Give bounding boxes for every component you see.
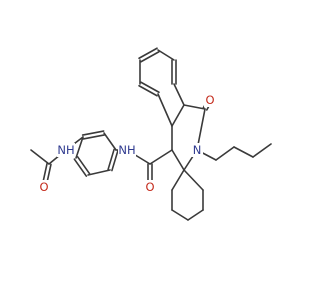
bond-line [171,169,185,191]
bond-line [103,132,117,151]
bond-line [233,146,254,158]
bond-line [140,50,160,63]
amide-nh-label: NH [118,143,135,157]
bond-line [30,149,50,165]
bond-line [171,149,185,171]
amide-o-group: O [144,180,156,194]
bond-line [111,149,119,172]
bond-line [173,83,185,106]
acetamide-nh-label: NH [57,143,74,157]
bond-line [252,143,272,158]
bond-line [183,169,204,191]
bond-line [157,49,175,61]
lactam-n-group: N [191,143,203,157]
molecule-structure: NH O NH O N O [30,47,272,221]
bond-line [187,209,204,221]
bond-line [171,104,185,127]
bond-line [183,104,206,110]
atom-label-layer: NH O NH O N O [38,93,216,194]
amide-nh-group: NH [118,143,136,157]
bond-line [138,84,158,97]
bond-line [73,158,88,177]
lactam-n-label: N [193,143,202,157]
bond-line [215,146,235,161]
amide-o-label: O [145,180,154,194]
bond-line [171,209,189,221]
bond-line [87,169,111,176]
bond-line [157,93,173,127]
acetamide-nh-group: NH [57,143,75,157]
bond-line [81,130,105,136]
bond-line [107,148,115,171]
bond-line [76,156,91,175]
bond-line [140,81,160,94]
lactam-o-label: O [205,93,214,107]
lactam-o-group: O [204,93,216,107]
bond-layer [30,47,272,221]
bond-line [75,136,84,159]
bond-line [138,47,158,60]
bond-line [82,134,106,140]
acetamide-o-label: O [39,180,48,194]
acetamide-o-group: O [38,180,50,194]
bond-line [149,149,173,165]
